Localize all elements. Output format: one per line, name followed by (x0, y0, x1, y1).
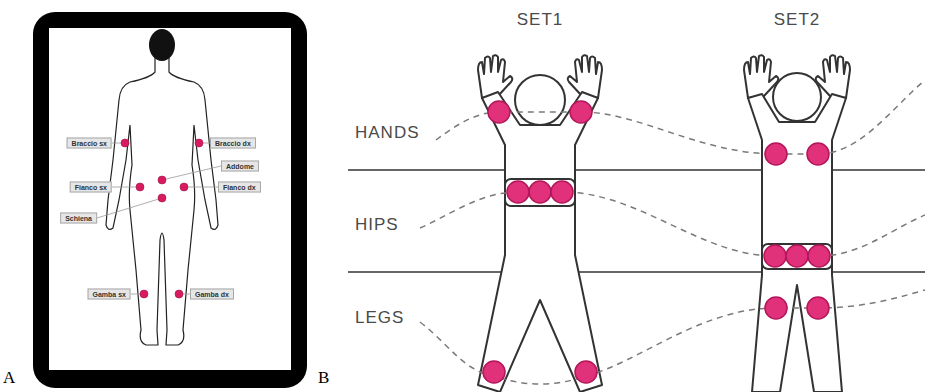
sensor-dot (158, 176, 166, 184)
panel-letter: A (3, 368, 15, 388)
label-text: Fianco dx (223, 183, 256, 192)
sensor-dot (765, 143, 787, 165)
band-label: HIPS (355, 215, 399, 235)
hand-outline (478, 55, 512, 98)
label-box: Fianco dx (218, 182, 261, 193)
sensor-dot (507, 181, 529, 203)
sensor-dot (136, 183, 144, 191)
figure-head (773, 73, 821, 121)
sensor-dot (488, 101, 510, 123)
sensor-dot (140, 290, 148, 298)
sensor-dot (786, 245, 808, 267)
hip-band (762, 244, 832, 269)
label-box: Fianco sx (70, 182, 112, 193)
label-text: Schiena (65, 214, 92, 223)
label-text: Braccio dx (215, 139, 251, 148)
sensor-dot (575, 361, 597, 383)
panel-letter: B (318, 368, 329, 388)
label-box: Braccio dx (210, 138, 256, 149)
leader-line (97, 198, 162, 218)
grouping-curve (436, 80, 925, 154)
figure-outline (748, 94, 846, 392)
sensor-dot (483, 361, 505, 383)
tablet-screen (49, 28, 291, 370)
tablet-frame (33, 12, 307, 388)
label-text: Gamba dx (195, 290, 229, 299)
label-box: Gamba sx (88, 289, 131, 300)
sensor-dot (121, 139, 129, 147)
sensor-dot (808, 245, 830, 267)
hip-band (505, 179, 575, 206)
sensor-dot (529, 181, 551, 203)
label-text: Gamba sx (93, 290, 126, 299)
label-box: Schiena (60, 213, 97, 224)
sensor-dot (764, 245, 786, 267)
body-silhouette (106, 58, 218, 345)
label-box: Gamba dx (190, 289, 234, 300)
set-heading: SET1 (517, 10, 564, 30)
leader-line (184, 187, 218, 188)
hand-outline (568, 55, 602, 98)
sensor-dot (175, 290, 183, 298)
figure-head (515, 75, 565, 125)
leader-line (162, 166, 221, 180)
sensor-dot (570, 101, 592, 123)
set-heading: SET2 (774, 10, 821, 30)
sensor-dot (180, 183, 188, 191)
label-box: Addome (221, 161, 259, 172)
label-text: Addome (226, 162, 254, 171)
band-separator (348, 271, 925, 272)
sensor-dot (195, 139, 203, 147)
sensor-dot (807, 297, 829, 319)
head-hair (149, 29, 175, 61)
band-separator (348, 169, 925, 170)
figure-outline (478, 92, 602, 392)
sensor-dot (807, 143, 829, 165)
band-label: LEGS (355, 308, 404, 328)
label-text: Braccio sx (72, 139, 107, 148)
sensor-dot (158, 194, 166, 202)
grouping-curve (420, 192, 925, 256)
grouping-curve (420, 290, 925, 384)
sensor-dot (765, 297, 787, 319)
sensor-dot (551, 181, 573, 203)
label-text: Fianco sx (75, 183, 107, 192)
band-label: HANDS (355, 123, 420, 143)
label-box: Braccio sx (67, 138, 112, 149)
